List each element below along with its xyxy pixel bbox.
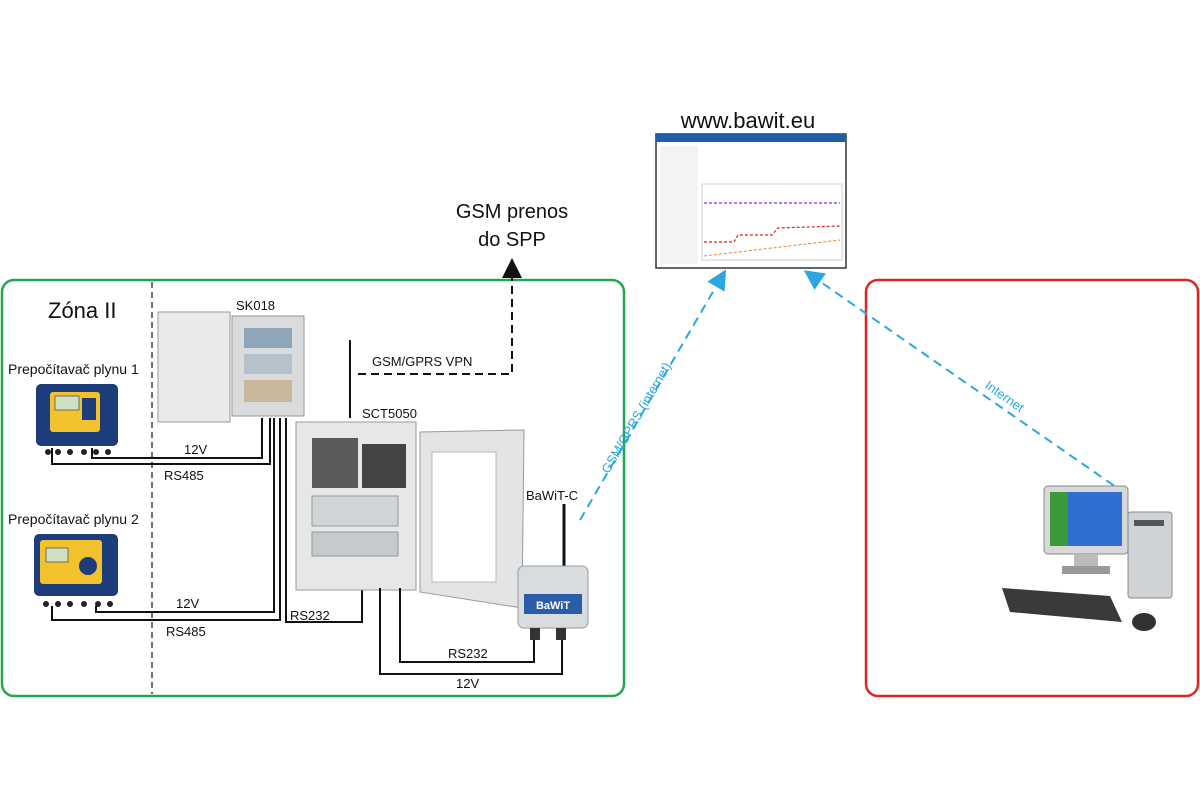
desktop-computer: [1002, 485, 1173, 631]
label-rs485-2: RS485: [166, 624, 206, 639]
gprs-internet-link: [579, 269, 727, 521]
gas-converter-1-label: Prepočítavač plynu 1: [8, 361, 139, 377]
wire-rs485-2: [51, 418, 281, 621]
gas-converter-2-label: Prepočítavač plynu 2: [8, 511, 139, 527]
label-gprs-internet: GSM/GPRS (internet): [598, 360, 674, 476]
label-rs232-2: RS232: [448, 646, 488, 661]
sk018-label: SK018: [236, 298, 275, 313]
red-zone-frame: [864, 278, 1200, 698]
gsm-vpn-link: [358, 258, 522, 375]
sk018-cabinet: [157, 311, 305, 423]
wire-rs232-bawit: [399, 588, 535, 663]
label-12v-1: 12V: [184, 442, 207, 457]
wire-12v-2: [95, 418, 275, 613]
gas-converter-1: [36, 384, 118, 455]
wire-12v-1: [91, 418, 263, 459]
label-gsm-vpn: GSM/GPRS VPN: [372, 354, 472, 369]
gsm-transfer-line-2: do SPP: [478, 229, 546, 251]
website-url: www.bawit.eu: [680, 108, 816, 133]
internet-link: [803, 270, 1127, 495]
bawit-device-logo: BaWiT: [536, 600, 570, 612]
gsm-transfer-line-1: GSM prenos: [456, 201, 568, 223]
sct5050-label: SCT5050: [362, 406, 417, 421]
label-rs232-1: RS232: [290, 608, 330, 623]
bawit-c-label: BaWiT-C: [526, 488, 578, 503]
bawit-c-device: [517, 565, 589, 640]
zone-label: Zóna II: [48, 298, 116, 323]
label-12v-2: 12V: [176, 596, 199, 611]
green-zone-frame: [0, 278, 626, 698]
label-rs485-1: RS485: [164, 468, 204, 483]
label-internet: Internet: [982, 378, 1027, 416]
website-screenshot: [655, 133, 847, 269]
wire-rs232-sk018: [285, 418, 363, 623]
gas-converter-2: [34, 534, 118, 607]
wire-rs485-1: [51, 418, 271, 465]
label-12v-3: 12V: [456, 676, 479, 691]
sct5050-cabinet: [295, 421, 525, 609]
wire-12v-bawit: [379, 588, 563, 675]
